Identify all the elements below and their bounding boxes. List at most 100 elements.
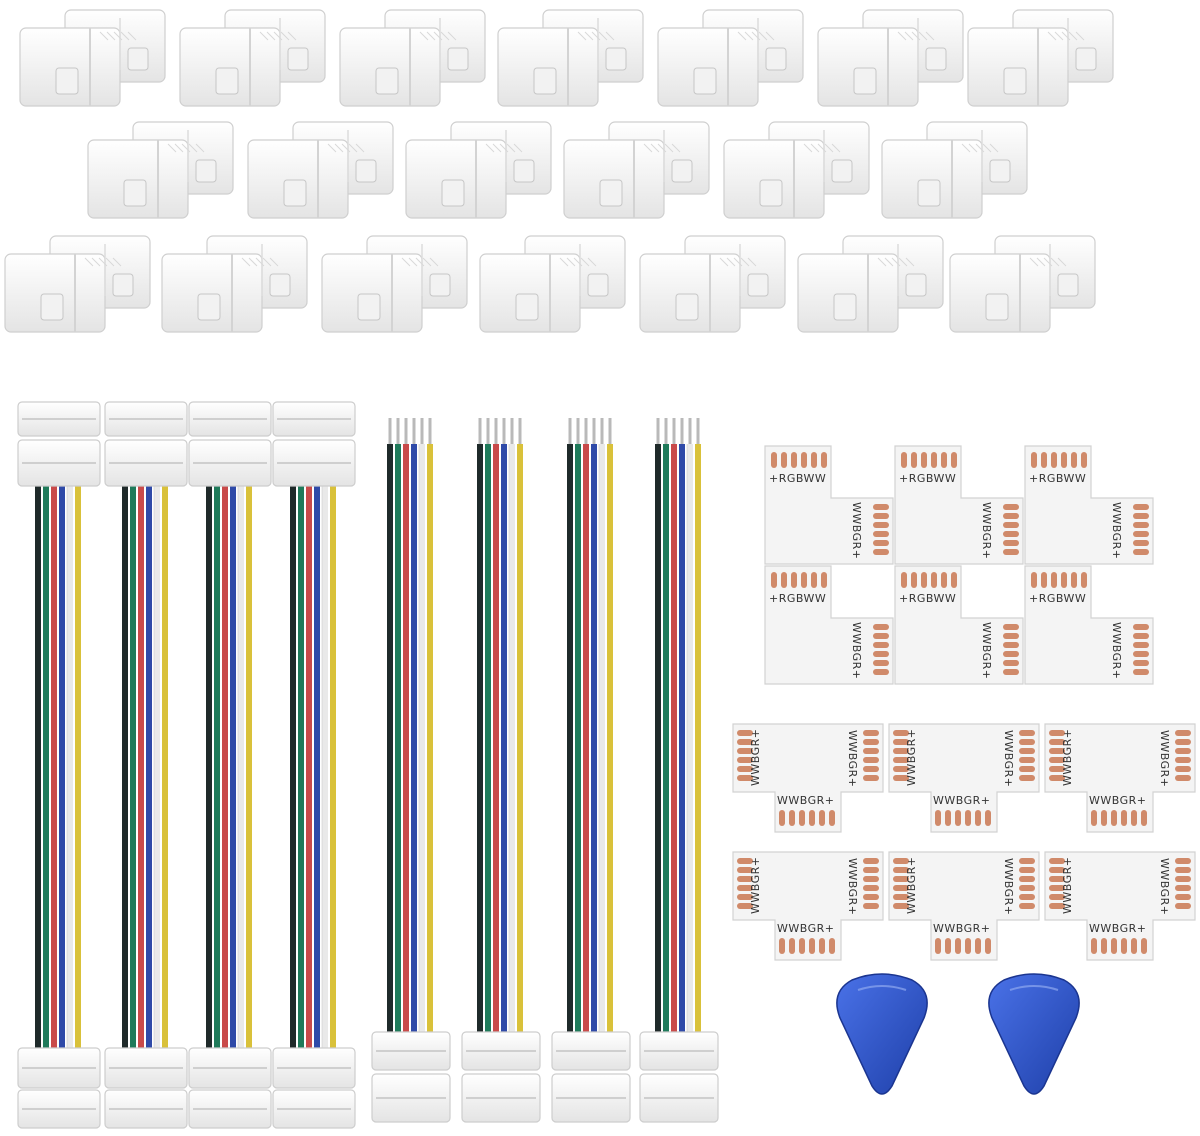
connector-contact <box>1054 31 1064 41</box>
connector-contact <box>591 31 601 41</box>
copper-pad <box>737 858 753 864</box>
copper-pad <box>901 572 907 588</box>
copper-pad <box>1111 810 1117 826</box>
jumper-cable <box>17 401 101 1129</box>
connector-slot <box>925 47 947 71</box>
strip-connector <box>657 9 804 107</box>
copper-pad <box>819 938 825 954</box>
connector-contact <box>426 31 436 41</box>
strip-connector <box>19 9 166 107</box>
connector-slot <box>693 67 717 95</box>
t-connector-label-left: WWBGR+ <box>905 729 918 787</box>
connector-slot <box>215 67 239 95</box>
connector-contact <box>744 31 754 41</box>
t-connector-pcb: WWBGR+WWBGR+WWBGR+ <box>888 723 1040 833</box>
connector-slot <box>1057 273 1079 297</box>
connector-contact <box>904 31 914 41</box>
copper-pad <box>1049 766 1065 772</box>
copper-pad <box>737 876 753 882</box>
t-connector-label-right: WWBGR+ <box>846 730 859 788</box>
connector-contact <box>1047 31 1057 41</box>
t-connector-label-right: WWBGR+ <box>1002 858 1015 916</box>
connector-contact <box>106 31 116 41</box>
strip-connector <box>881 121 1028 219</box>
copper-pad <box>921 572 927 588</box>
copper-pad <box>893 903 909 909</box>
copper-pad <box>1003 651 1019 657</box>
copper-pad <box>821 572 827 588</box>
copper-pad <box>873 513 889 519</box>
connector-contact <box>1075 31 1085 41</box>
strip-connectors-group <box>4 9 1114 333</box>
pigtail-cable <box>639 418 719 1123</box>
connector-contact <box>961 143 971 153</box>
copper-pad <box>921 452 927 468</box>
copper-pad <box>737 730 753 736</box>
connector-contact <box>280 31 290 41</box>
connector-contact <box>584 31 594 41</box>
connector-contact <box>580 257 590 267</box>
copper-pad <box>873 669 889 675</box>
copper-pad <box>911 452 917 468</box>
connector-slot <box>355 159 377 183</box>
copper-pad <box>863 876 879 882</box>
connector-contact <box>112 257 122 267</box>
t-connector-pcb: WWBGR+WWBGR+WWBGR+ <box>1044 723 1196 833</box>
connector-contact <box>803 143 813 153</box>
copper-pad <box>801 452 807 468</box>
connector-contact <box>1029 257 1039 267</box>
connector-contact <box>419 31 429 41</box>
copper-pad <box>1071 572 1077 588</box>
copper-pad <box>1133 522 1149 528</box>
connector-contact <box>99 31 109 41</box>
copper-pad <box>893 757 909 763</box>
t-connector-pcb: WWBGR+WWBGR+WWBGR+ <box>732 851 884 961</box>
connector-contact <box>506 143 516 153</box>
copper-pad <box>955 938 961 954</box>
connector-slot <box>1075 47 1097 71</box>
copper-pad <box>863 748 879 754</box>
t-connector-label-bottom: WWBGR+ <box>1089 922 1147 935</box>
copper-pad <box>1061 452 1067 468</box>
copper-pad <box>951 572 957 588</box>
copper-pad <box>811 572 817 588</box>
copper-pad <box>873 651 889 657</box>
connector-contact <box>327 143 337 153</box>
copper-pad <box>1175 739 1191 745</box>
pigtail-cable <box>461 418 541 1123</box>
connector-slot <box>905 273 927 297</box>
copper-pad <box>863 739 879 745</box>
connector-contact <box>287 31 297 41</box>
t-connector-label-left: WWBGR+ <box>749 729 762 787</box>
connector-contact <box>120 31 130 41</box>
connector-slot <box>40 293 64 321</box>
t-connector-pcb: WWBGR+WWBGR+WWBGR+ <box>888 851 1040 961</box>
copper-pad <box>863 730 879 736</box>
strip-connector <box>479 235 626 333</box>
copper-pad <box>935 938 941 954</box>
copper-pad <box>1019 876 1035 882</box>
copper-pad <box>1175 757 1191 763</box>
copper-pad <box>737 775 753 781</box>
connector-contact <box>671 143 681 153</box>
connector-contact <box>105 257 115 267</box>
pigtail-cable <box>551 418 631 1123</box>
connector-contact <box>897 31 907 41</box>
copper-pad <box>893 894 909 900</box>
copper-pad <box>975 810 981 826</box>
l-connector-board <box>894 445 1024 565</box>
connector-slot <box>112 273 134 297</box>
connector-contact <box>113 31 123 41</box>
copper-pad <box>779 810 785 826</box>
connector-contact <box>485 143 495 153</box>
t-connector-label-bottom: WWBGR+ <box>777 922 835 935</box>
copper-pad <box>1003 540 1019 546</box>
connector-slot <box>269 273 291 297</box>
copper-pad <box>1003 624 1019 630</box>
l-connector-label-side: WWBGR+ <box>850 622 863 680</box>
connector-contact <box>262 257 272 267</box>
strip-connector <box>4 235 151 333</box>
copper-pad <box>1019 867 1035 873</box>
connector-contact <box>255 257 265 267</box>
copper-pad <box>829 938 835 954</box>
